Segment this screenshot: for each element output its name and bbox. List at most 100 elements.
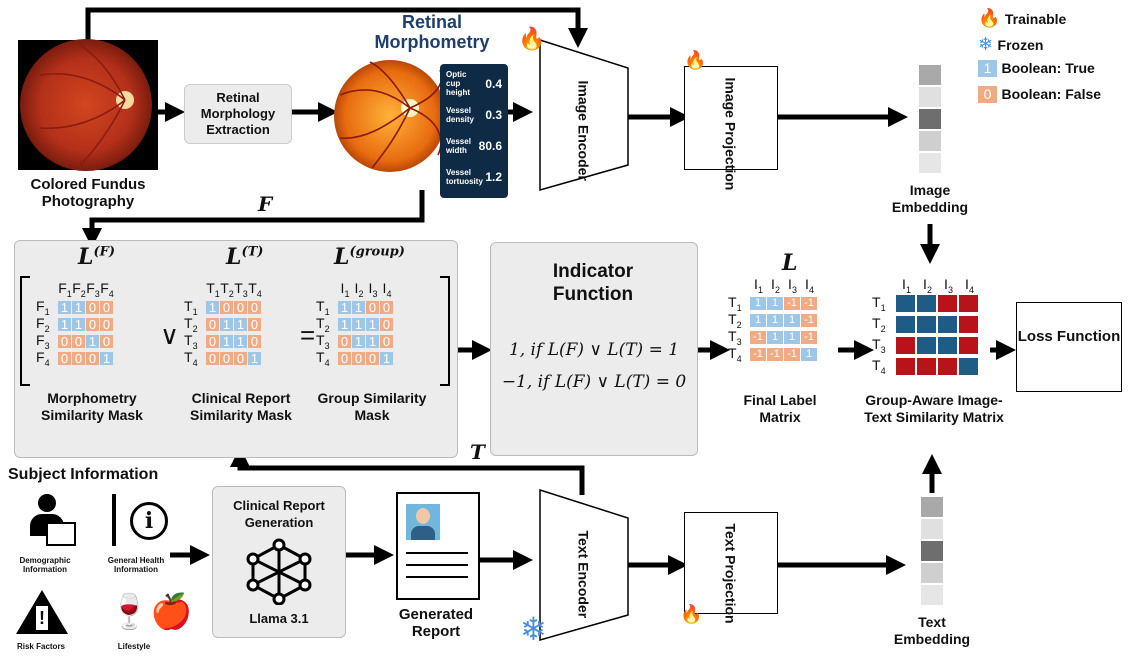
- mask-cell: 0: [86, 317, 99, 331]
- sim-cell: [959, 357, 978, 375]
- sim-cell: [959, 336, 978, 354]
- mask-cell: 0: [338, 334, 351, 348]
- mask-cell: 1: [100, 351, 113, 365]
- sim-cell: [917, 294, 936, 312]
- row-label: F4: [36, 349, 50, 368]
- mask-cell: 0: [248, 317, 261, 331]
- metric-value: 0.4: [485, 76, 502, 91]
- column-label: I2: [771, 276, 780, 295]
- metric-value: 80.6: [478, 138, 502, 153]
- row-label: T4: [872, 357, 886, 376]
- indicator-line2: −1, if L(F) ∨ L(T) = 0: [501, 372, 687, 392]
- column-label: I2: [923, 276, 932, 295]
- final-cell: 1: [784, 313, 800, 327]
- bracket-left: [20, 276, 30, 386]
- text-encoder-label: Text Encoder: [575, 530, 592, 619]
- sim-cell: [938, 315, 957, 333]
- mask-cell: 0: [248, 300, 261, 314]
- morph-caption: Morphometry Similarity Mask: [41, 390, 143, 423]
- final-cell: -1: [750, 330, 766, 344]
- column-label: I2: [354, 280, 364, 299]
- loss-label: Loss Function: [1017, 328, 1121, 345]
- mask-cell: 0: [248, 334, 261, 348]
- column-label: T4: [248, 280, 262, 299]
- row-label: T1: [184, 298, 198, 317]
- warning-icon-mark: !: [36, 606, 48, 630]
- mask-cell: 0: [338, 351, 351, 365]
- column-label: I1: [754, 276, 763, 295]
- sim-row: T4: [872, 357, 980, 378]
- metric-name: Optic cup height: [446, 70, 470, 97]
- row-label: F1: [36, 298, 50, 317]
- mask-cell: 1: [352, 334, 365, 348]
- mask-cell: 1: [220, 317, 233, 331]
- mask-cell: 1: [58, 317, 71, 331]
- arrow-F: [82, 190, 425, 248]
- column-label: I3: [788, 276, 797, 295]
- eq-symbol: =: [300, 320, 316, 350]
- flame-icon: 🔥: [978, 8, 1001, 28]
- legend-trainable: 🔥 Trainable: [978, 8, 1067, 28]
- flame-icon-image-projection: 🔥: [684, 50, 707, 70]
- metric-value: 0.3: [485, 107, 502, 122]
- mask-cell: 1: [248, 351, 261, 365]
- flame-icon-encoder: 🔥: [518, 26, 546, 51]
- mask-cell: 0: [220, 351, 233, 365]
- column-label: I4: [805, 276, 814, 295]
- extraction-box: Retinal Morphology Extraction: [184, 84, 292, 144]
- arrow-fundus-to-encoder: [85, 7, 588, 58]
- mask-cell: 1: [338, 317, 351, 331]
- final-cell: -1: [784, 347, 800, 361]
- indicator-line1: 1, if L(F) ∨ L(T) = 1: [508, 340, 680, 360]
- sim-row: T3: [872, 336, 980, 357]
- row-label: T2: [728, 311, 742, 330]
- row-label: T4: [184, 349, 198, 368]
- mask-cell: 1: [206, 300, 219, 314]
- mask-cell: 0: [234, 300, 247, 314]
- mask-cell: 0: [72, 334, 85, 348]
- legend-true: 1 Boolean: True: [978, 60, 1138, 86]
- column-label: F4: [100, 280, 114, 299]
- LF-title: L(F): [78, 244, 115, 270]
- clinical-gen-model: Llama 3.1: [249, 611, 309, 626]
- final-label-caption: Final Label Matrix: [743, 392, 817, 425]
- column-label: F2: [72, 280, 86, 299]
- subject-item-demographic: Demographic Information: [19, 556, 71, 574]
- retina-morphometry-image: [334, 60, 446, 172]
- wine-apple-icon: 🍷🍎: [108, 593, 193, 631]
- mask-cell: 1: [58, 300, 71, 314]
- mask-cell: 1: [380, 351, 393, 365]
- row-label: T1: [872, 294, 886, 313]
- text-encoder-shape: [539, 488, 629, 641]
- mask-cell: 0: [380, 334, 393, 348]
- LT-title: L(T): [226, 244, 264, 270]
- extraction-label: Retinal Morphology Extraction: [200, 90, 276, 137]
- report-document-icon: [396, 492, 480, 600]
- mask-cell: 0: [206, 317, 219, 331]
- metric-name: Vessel density: [446, 105, 475, 124]
- text-embedding-vector: [919, 495, 945, 607]
- legend: 🔥 Trainable ❄ Frozen 1 Boolean: True 0 B…: [978, 8, 1138, 112]
- legend-frozen: ❄ Frozen: [978, 34, 1044, 54]
- row-label: T3: [728, 328, 742, 347]
- image-embedding-vector: [917, 63, 943, 175]
- snowflake-icon-encoder: ❄: [520, 611, 547, 647]
- fundus-photo-image: [18, 39, 158, 171]
- final-cell: -1: [750, 347, 766, 361]
- image-projection-label: Image Projection: [722, 77, 739, 191]
- mask-cell: 1: [352, 317, 365, 331]
- indicator-box: [490, 242, 698, 456]
